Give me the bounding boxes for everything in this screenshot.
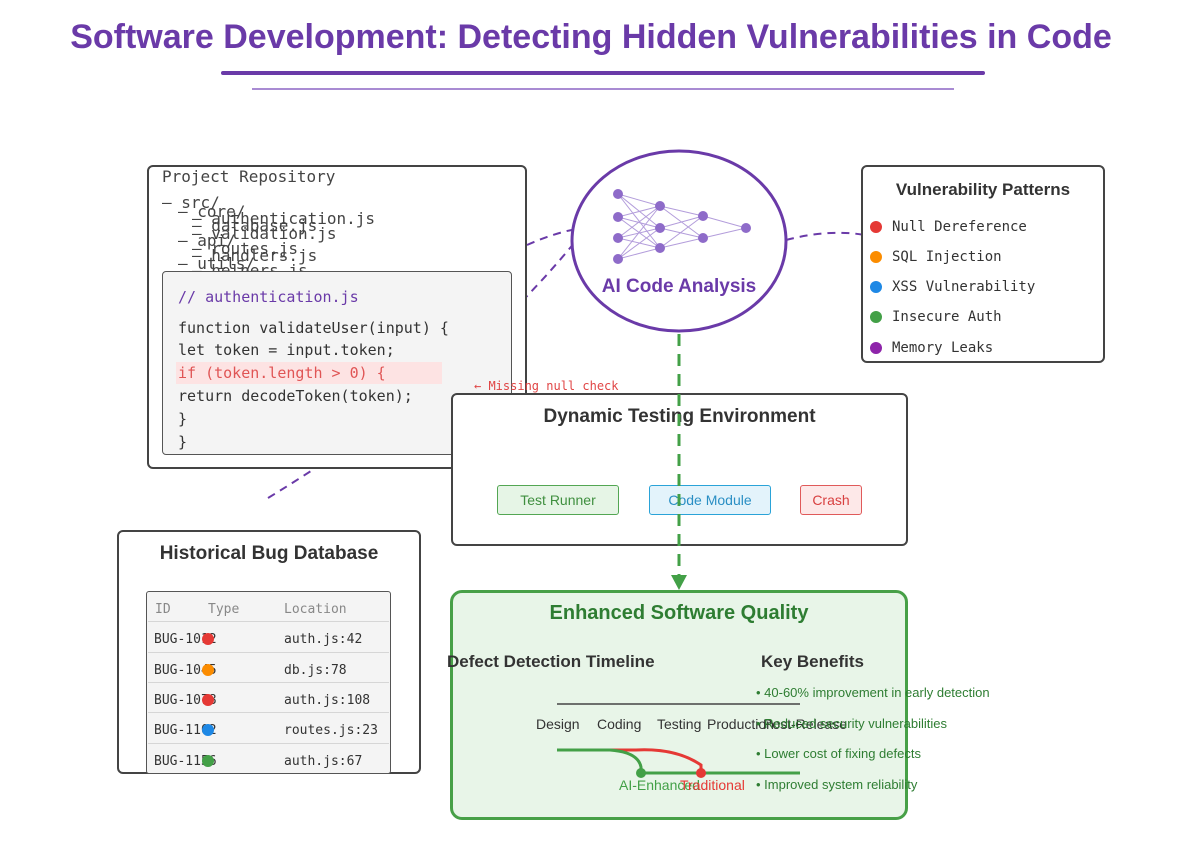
title-underline <box>221 71 985 75</box>
timeline-title: Defect Detection Timeline <box>447 652 655 671</box>
missing-null-check-annotation: ← Missing null check <box>474 379 619 393</box>
phase-label-design: Design <box>536 716 580 732</box>
legend-traditional: Traditional <box>680 777 745 793</box>
bug-id: BUG-1045 <box>154 663 217 678</box>
table-divider <box>148 743 389 744</box>
phase-label-coding: Coding <box>597 716 642 732</box>
code-module-node[interactable]: Code Module <box>649 485 771 515</box>
bug-type-dot <box>202 724 214 736</box>
table-divider <box>148 682 389 683</box>
pattern-color-dot <box>870 251 882 263</box>
bug-table-header-location: Location <box>284 602 347 617</box>
bug-location: auth.js:108 <box>284 693 371 708</box>
tree-utils-folder[interactable]: — utils/ <box>178 254 256 273</box>
tree-authentication-file[interactable]: — authentication.js <box>192 209 376 228</box>
crash-node[interactable]: Crash <box>800 485 862 515</box>
benefit-item: • 40-60% improvement in early detection <box>756 685 990 700</box>
pattern-memory-leaks: Memory Leaks <box>870 339 993 357</box>
pattern-color-dot <box>870 221 882 233</box>
pattern-color-dot <box>870 342 882 354</box>
tree-src-folder[interactable]: — src/ <box>162 193 220 212</box>
pattern-sql-injection: SQL Injection <box>870 248 1002 266</box>
bug-table-header-id: ID <box>155 602 171 617</box>
traditional-marker <box>696 768 706 778</box>
table-divider <box>148 652 389 653</box>
tree-database-file[interactable]: — database.js <box>192 216 318 235</box>
vulnerability-patterns-panel <box>861 165 1105 363</box>
table-divider <box>148 712 389 713</box>
ai-analysis-node <box>570 149 788 333</box>
tree-api-folder[interactable]: — api/ <box>178 231 236 250</box>
title-underline-secondary <box>252 88 954 90</box>
enhanced-quality-title: Enhanced Software Quality <box>549 602 809 624</box>
bug-location: auth.js:42 <box>284 632 363 647</box>
bug-id: BUG-1156 <box>154 754 217 769</box>
test-runner-node[interactable]: Test Runner <box>497 485 619 515</box>
pattern-color-dot <box>870 311 882 323</box>
historical-bug-database-title: Historical Bug Database <box>159 543 379 564</box>
benefit-item: • Reduced security vulnerabilities <box>756 716 947 731</box>
phase-label-production: Production <box>707 716 774 732</box>
tree-validation-file[interactable]: — validation.js <box>192 224 337 243</box>
phase-label-post-release: Post-Release <box>763 716 848 732</box>
bug-location: db.js:78 <box>284 663 347 678</box>
table-row[interactable]: BUG-1102 routes.js:23 <box>148 713 389 743</box>
benefit-item: • Improved system reliability <box>756 777 918 792</box>
phase-label-testing: Testing <box>657 716 702 732</box>
traditional-curve <box>557 748 703 773</box>
ai-analysis-label: AI Code Analysis <box>601 276 757 297</box>
benefits-title: Key Benefits <box>761 652 864 671</box>
ai-enhanced-marker <box>636 768 646 778</box>
bug-type-dot <box>202 664 214 676</box>
code-line: let token = input.token; <box>178 341 395 359</box>
tree-core-folder[interactable]: — core/ <box>178 202 246 221</box>
tree-routes-file[interactable]: — routes.js <box>192 239 298 258</box>
page-title: Software Development: Detecting Hidden V… <box>70 18 1112 56</box>
pattern-insecure-auth: Insecure Auth <box>870 308 1002 326</box>
pattern-label: XSS Vulnerability <box>892 279 1036 295</box>
bug-id: BUG-1078 <box>154 693 217 708</box>
pattern-null-dereference: Null Dereference <box>870 218 1027 236</box>
neural-network-icon <box>617 193 747 260</box>
ai-enhanced-curve <box>557 748 800 775</box>
code-line-vulnerable: if (token.length > 0) { <box>178 364 386 382</box>
pattern-label: SQL Injection <box>892 249 1002 265</box>
bug-id: BUG-1012 <box>154 632 217 647</box>
table-row[interactable]: BUG-1078 auth.js:108 <box>148 683 389 712</box>
code-line: function validateUser(input) { <box>178 319 449 337</box>
vulnerability-patterns-title: Vulnerability Patterns <box>895 180 1071 199</box>
table-row[interactable]: BUG-1012 auth.js:42 <box>148 622 389 652</box>
table-divider <box>148 621 389 622</box>
bug-type-dot <box>202 694 214 706</box>
enhanced-quality-panel <box>450 590 908 820</box>
pattern-label: Insecure Auth <box>892 309 1002 325</box>
table-row[interactable]: BUG-1156 auth.js:67 <box>148 744 389 772</box>
pattern-label: Null Dereference <box>892 219 1027 235</box>
pattern-color-dot <box>870 281 882 293</box>
legend-ai-enhanced: AI-Enhanced <box>619 777 700 793</box>
bug-location: auth.js:67 <box>284 754 363 769</box>
benefit-item: • Lower cost of fixing defects <box>756 746 921 761</box>
bug-type-dot <box>202 755 214 767</box>
bug-location: routes.js:23 <box>284 723 378 738</box>
code-line: } <box>178 433 188 451</box>
pattern-xss-vulnerability: XSS Vulnerability <box>870 278 1035 296</box>
code-line: return decodeToken(token); <box>178 387 413 405</box>
repository-title: Project Repository <box>162 167 336 186</box>
vulnerable-line-highlight <box>176 362 442 384</box>
repo-to-ai-connector <box>526 227 583 246</box>
code-file-comment: // authentication.js <box>178 288 359 306</box>
bug-type-dot <box>202 633 214 645</box>
bug-table-header-type: Type <box>208 602 240 617</box>
pattern-label: Memory Leaks <box>892 340 994 356</box>
table-row[interactable]: BUG-1045 db.js:78 <box>148 653 389 682</box>
code-line: } <box>178 410 188 428</box>
tree-handlers-file[interactable]: — handlers.js <box>192 246 318 265</box>
bug-id: BUG-1102 <box>154 723 217 738</box>
